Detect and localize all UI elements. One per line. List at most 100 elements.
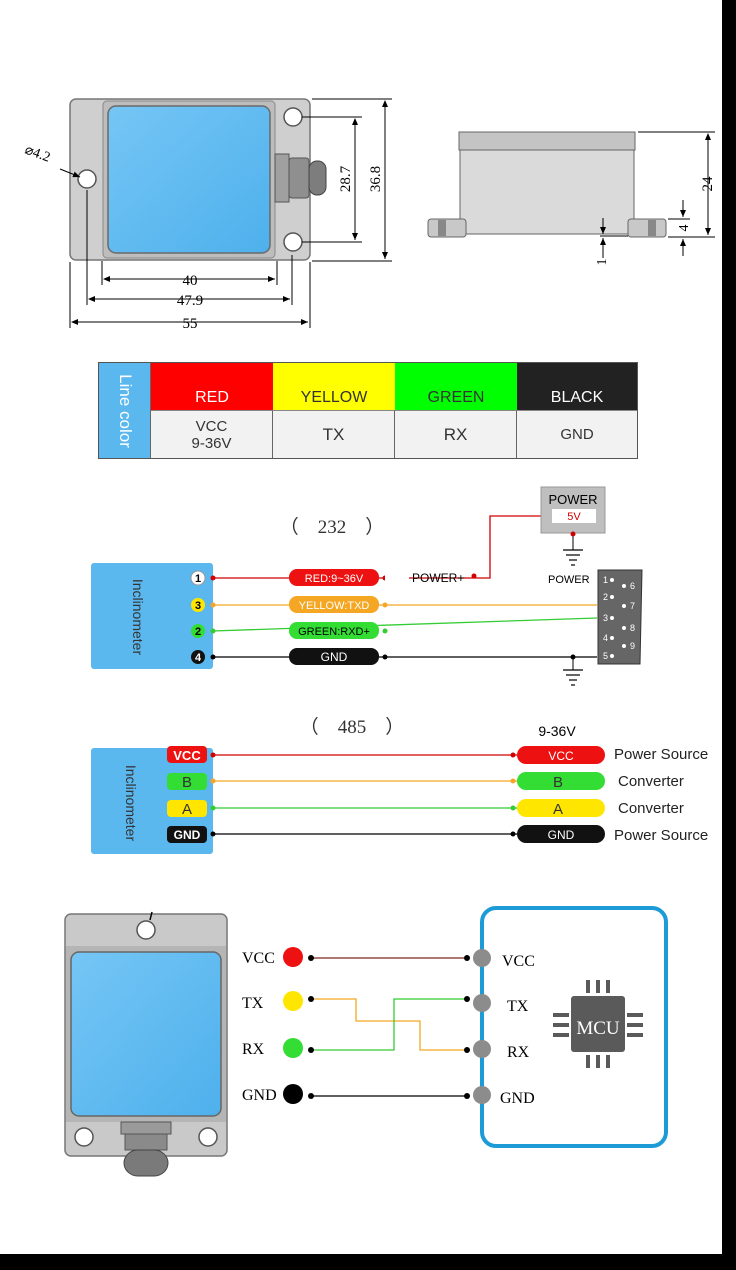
- svg-text:GND: GND: [500, 1090, 535, 1107]
- color-green: GREEN: [395, 363, 517, 410]
- svg-text:TX: TX: [507, 998, 529, 1015]
- svg-text:POWER: POWER: [548, 492, 597, 507]
- svg-text:6: 6: [630, 581, 635, 591]
- wiring-diagram: 40 47.9 55 28.7 36.8 ⌀4.2 24 4 1 （ 232 ）: [23, 98, 716, 1177]
- signal-gnd: GND: [517, 410, 637, 458]
- svg-text:VCC: VCC: [242, 950, 275, 967]
- svg-text:VCC: VCC: [548, 749, 574, 763]
- pin-1: [190, 570, 206, 586]
- svg-text:3: 3: [195, 600, 201, 612]
- power-plus-label: POWER+: [412, 571, 464, 585]
- db9-connector: [597, 569, 643, 665]
- svg-text:B: B: [182, 774, 192, 791]
- wire-label-green: [289, 622, 379, 639]
- sensor-illustration: [64, 911, 228, 1177]
- wire-label-gnd: [289, 648, 379, 665]
- pin-4: [191, 650, 205, 664]
- color-yellow: YELLOW: [273, 363, 395, 410]
- dim-hole: ⌀4.2: [23, 143, 53, 166]
- svg-text:2: 2: [195, 626, 201, 638]
- svg-text:GND: GND: [321, 650, 348, 664]
- svg-text:8: 8: [630, 623, 635, 633]
- mount-hole: [77, 169, 97, 189]
- mount-hole: [283, 107, 303, 127]
- datasheet-sheet: 40 47.9 55 28.7 36.8 ⌀4.2 24 4 1 （ 232 ）: [0, 0, 722, 1254]
- svg-text:A: A: [182, 801, 192, 818]
- svg-text:4: 4: [195, 652, 202, 664]
- mcu-chip-icon: MCU: [553, 980, 643, 1068]
- mcu-pin: [473, 1040, 491, 1058]
- dim-40: 40: [183, 273, 198, 289]
- voltage-label: 9-36V: [538, 723, 576, 739]
- rs232-diagram: （ 232 ） Inclinometer 1 3 2 4 RED:9~36V Y…: [91, 486, 643, 686]
- svg-text:7: 7: [630, 601, 635, 611]
- inclinometer-box: [91, 563, 213, 669]
- svg-text:VCC: VCC: [173, 748, 201, 763]
- svg-text:GND: GND: [548, 828, 575, 842]
- dim-47-9: 47.9: [177, 293, 203, 309]
- device-label: Inclinometer: [130, 579, 146, 656]
- ground-symbol: [563, 549, 583, 566]
- line-color-header: Line color: [99, 363, 151, 458]
- svg-text:4: 4: [603, 633, 608, 643]
- signal-rx: RX: [395, 410, 517, 458]
- top-view-drawing: 40 47.9 55 28.7 36.8 ⌀4.2: [23, 98, 392, 332]
- svg-text:GND: GND: [242, 1087, 277, 1104]
- svg-text:RX: RX: [507, 1044, 530, 1061]
- mcu-pin: [473, 949, 491, 967]
- svg-text:5: 5: [603, 651, 608, 661]
- target-a: [517, 799, 605, 817]
- signal-vcc: VCC 9-36V: [151, 410, 273, 458]
- line-color-label: Line color: [115, 373, 135, 448]
- svg-text:1: 1: [195, 573, 201, 585]
- rs232-title: （ 232 ）: [280, 516, 385, 538]
- dim-1: 1: [595, 259, 610, 266]
- target-label: Power Source: [614, 746, 708, 763]
- tx-dot: [283, 991, 303, 1011]
- gnd-dot: [283, 1084, 303, 1104]
- vcc-dot: [283, 947, 303, 967]
- svg-text:A: A: [553, 801, 563, 818]
- svg-text:RED:9~36V: RED:9~36V: [305, 573, 364, 585]
- device-label: Inclinometer: [123, 765, 139, 842]
- mount-hole: [283, 232, 303, 252]
- target-vcc: [517, 746, 605, 764]
- label-vcc: [167, 746, 207, 763]
- rs485-diagram: （ 485 ） 9-36V Inclinometer VCC B A GND V…: [91, 716, 708, 854]
- mcu-pin: [473, 1086, 491, 1104]
- svg-text:2: 2: [603, 592, 608, 602]
- label-gnd: [167, 826, 207, 843]
- target-label: Converter: [618, 800, 684, 817]
- svg-text:9: 9: [630, 641, 635, 651]
- svg-text:RX: RX: [242, 1041, 265, 1058]
- color-red: RED: [151, 363, 273, 410]
- ground-symbol: [563, 669, 583, 686]
- label-b: [167, 773, 207, 790]
- svg-text:TX: TX: [242, 995, 264, 1012]
- signal-tx: TX: [273, 410, 395, 458]
- side-view-drawing: 24 4 1: [427, 131, 716, 266]
- wire-label-red: [289, 569, 379, 586]
- svg-text:VCC: VCC: [502, 953, 535, 970]
- sensor-face: [107, 105, 271, 254]
- svg-text:1: 1: [603, 575, 608, 585]
- target-label: Power Source: [614, 827, 708, 844]
- mcu-pin: [473, 994, 491, 1012]
- svg-text:GREEN:RXD+: GREEN:RXD+: [298, 626, 370, 638]
- line-color-table: Line color RED YELLOW GREEN BLACK VCC 9-…: [98, 362, 638, 459]
- rs485-title: （ 485 ）: [300, 716, 405, 738]
- svg-text:GND: GND: [174, 828, 201, 842]
- svg-text:3: 3: [603, 613, 608, 623]
- dim-36-8: 36.8: [368, 166, 384, 192]
- dim-24: 24: [700, 176, 716, 192]
- svg-text:B: B: [553, 774, 563, 791]
- target-label: Converter: [618, 773, 684, 790]
- svg-text:MCU: MCU: [576, 1018, 620, 1039]
- svg-text:YELLOW:TXD: YELLOW:TXD: [299, 600, 370, 612]
- dim-4: 4: [677, 225, 692, 232]
- label-a: [167, 800, 207, 817]
- target-gnd: [517, 825, 605, 843]
- svg-text:5V: 5V: [567, 511, 581, 523]
- db9-power-label: POWER: [548, 574, 590, 586]
- pin-2: [191, 624, 205, 638]
